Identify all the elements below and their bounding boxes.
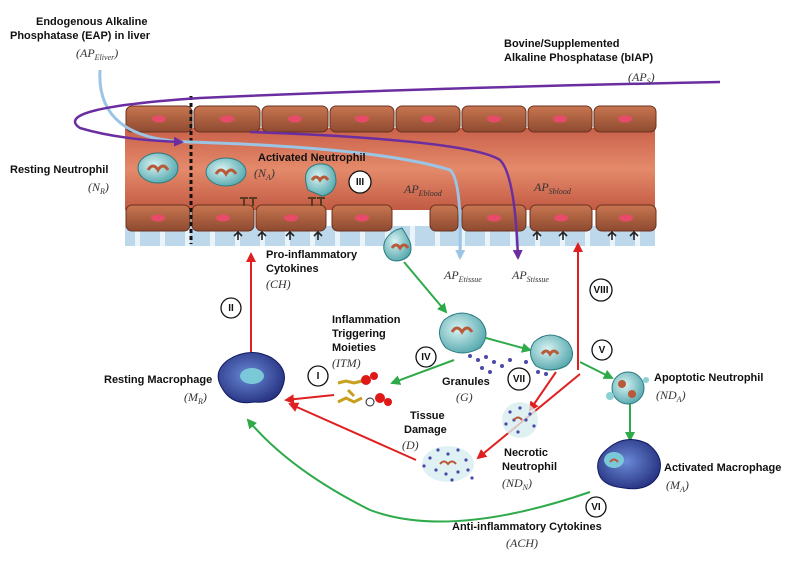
anti-cytokines-label: Anti-inflammatory Cytokines	[452, 521, 602, 533]
endothelial-top-row	[125, 105, 657, 133]
necrotic-line2: Neutrophil	[502, 461, 557, 473]
ap-s-symbol: (APS)	[628, 70, 655, 86]
apoptotic-neutrophil-cell	[606, 371, 649, 405]
itm-line2: Triggering	[332, 328, 386, 340]
resting-neutrophil-cell	[137, 152, 179, 184]
circle-iv	[415, 346, 437, 368]
tissue-damage-line1: Tissue	[410, 410, 445, 422]
arrow-to-granule-neutrophil	[485, 337, 532, 353]
ach-symbol: (ACH)	[506, 536, 538, 550]
biap-label-line2: Alkaline Phosphatase (bIAP)	[504, 52, 654, 64]
nd-n-symbol: (NDN)	[502, 476, 533, 492]
ap-etissue-symbol: APEtissue	[444, 268, 482, 284]
roman-vii: VII	[512, 374, 526, 385]
arrow-tissue-to-macrophage	[288, 402, 417, 461]
circle-vi	[585, 496, 607, 518]
roman-iii: III	[355, 177, 365, 188]
activated-macrophage-label: Activated Macrophage	[664, 462, 782, 474]
endothelial-bottom-row	[125, 204, 657, 232]
necrotic-line1: Necrotic	[504, 447, 549, 459]
roman-circles	[220, 170, 613, 518]
activated-neutrophil-cell	[205, 157, 247, 187]
resting-neutrophil-label: Resting Neutrophil	[10, 164, 109, 176]
itm-symbol: (ITM)	[332, 356, 361, 370]
roman-i: I	[316, 371, 320, 382]
roman-v: V	[598, 345, 606, 356]
roman-iv: IV	[421, 352, 431, 363]
circle-viii	[589, 278, 613, 302]
roman-vi: VI	[591, 502, 601, 513]
ap-eliver-arrow	[98, 69, 466, 260]
granule-dots	[468, 354, 548, 376]
itm-molecules	[337, 372, 392, 407]
transmigrating-neutrophil-cell	[383, 227, 412, 262]
nd-a-symbol: (NDA)	[656, 388, 686, 404]
circle-i	[307, 365, 329, 387]
pro-cytokines-line1: Pro-inflammatory	[266, 249, 358, 261]
ch-symbol: (CH)	[266, 277, 291, 291]
ap-s-blood-arrow	[249, 130, 523, 260]
adhesion-receptors	[240, 197, 325, 206]
circle-iii	[348, 170, 372, 194]
resting-macrophage-label: Resting Macrophage	[104, 374, 213, 386]
activated-neutrophil-label: Activated Neutrophil	[258, 152, 366, 164]
ap-stissue-symbol: APStissue	[512, 268, 549, 284]
m-r-symbol: (MR)	[184, 390, 207, 406]
ap-s-arrow	[73, 80, 721, 147]
rolling-neutrophil-cell	[305, 163, 337, 197]
circle-v	[591, 339, 613, 361]
arrow-vi	[246, 418, 591, 523]
itm-line3: Moieties	[332, 342, 377, 354]
eap-label-line1: Endogenous Alkaline	[36, 16, 148, 28]
n-r-symbol: (NR)	[88, 180, 109, 196]
eap-label-line2: Phosphatase (EAP) in liver	[10, 30, 150, 42]
pro-cytokines-line2: Cytokines	[266, 263, 319, 275]
itm-line1: Inflammation	[332, 314, 401, 326]
biap-label-line1: Bovine/Supplemented	[504, 38, 620, 50]
resting-macrophage-cell	[217, 352, 285, 404]
endothelial-cell	[429, 204, 459, 232]
tissue-damage-line2: Damage	[404, 424, 447, 436]
arrow-v	[579, 361, 614, 379]
receptors-bottom	[233, 230, 639, 240]
ap-sblood-symbol: APSblood	[534, 180, 571, 196]
apoptotic-label: Apoptotic Neutrophil	[654, 372, 764, 384]
arrow-to-necrotic	[528, 371, 557, 412]
circle-vii	[507, 367, 531, 391]
granule-neutrophil-cell	[439, 312, 487, 354]
granules-label: Granules	[442, 376, 490, 388]
n-a-symbol: (NA)	[254, 166, 275, 182]
arrow-i	[284, 394, 335, 405]
activated-macrophage-cell	[597, 439, 661, 490]
g-symbol: (G)	[456, 390, 473, 404]
circle-ii	[220, 297, 242, 319]
roman-ii: II	[228, 303, 234, 314]
degranulating-neutrophil-cell	[530, 334, 573, 371]
ap-eliver-symbol: (APEliver)	[76, 46, 119, 62]
d-symbol: (D)	[402, 438, 419, 452]
necrotic-neutrophil-cell	[502, 402, 538, 438]
roman-viii: VIII	[593, 285, 609, 296]
arrow-transmigrate	[403, 261, 448, 314]
m-a-symbol: (MA)	[666, 478, 689, 494]
tissue-damage-debris	[422, 446, 474, 482]
arrow-iv	[390, 359, 455, 385]
ap-eblood-symbol: APEblood	[404, 182, 442, 198]
